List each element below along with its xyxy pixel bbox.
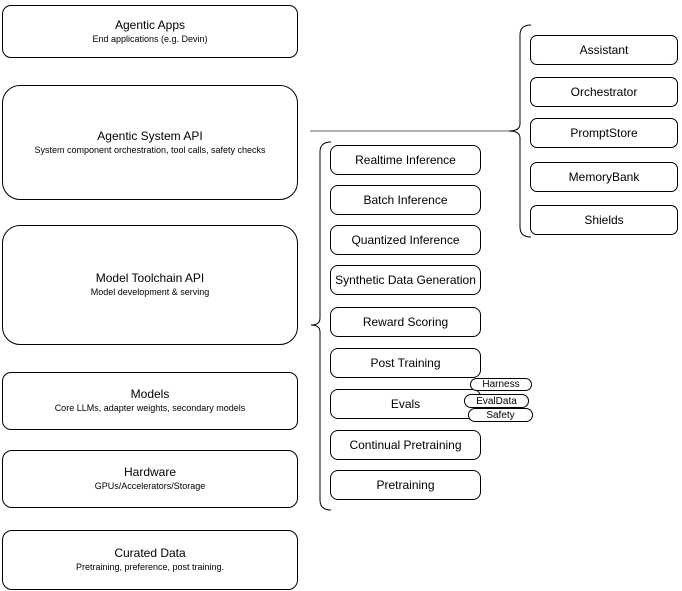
node-title: Shields	[584, 212, 624, 227]
node-shields: Shields	[530, 205, 678, 235]
node-evals: Evals	[330, 389, 481, 419]
node-title: MemoryBank	[568, 169, 640, 184]
node-title: Continual Pretraining	[349, 437, 462, 452]
tag-harness: Harness	[470, 378, 532, 391]
node-agentic-system-api: Agentic System API System component orch…	[2, 85, 298, 200]
node-title: Agentic System API	[97, 128, 203, 143]
node-orchestrator: Orchestrator	[530, 77, 678, 107]
node-title: Synthetic Data Generation	[335, 272, 476, 287]
node-title: Batch Inference	[363, 192, 448, 207]
node-title: Orchestrator	[570, 84, 638, 99]
tag-evaldata: EvalData	[464, 394, 529, 408]
node-title: Agentic Apps	[114, 17, 186, 32]
node-agentic-apps: Agentic Apps End applications (e.g. Devi…	[2, 5, 298, 58]
node-assistant: Assistant	[530, 35, 678, 65]
node-title: Model Toolchain API	[95, 271, 205, 285]
node-title: PromptStore	[570, 125, 638, 140]
node-subtitle: System component orchestration, tool cal…	[34, 144, 266, 155]
node-subtitle: Model development & serving	[90, 287, 210, 297]
node-reward-scoring: Reward Scoring	[330, 307, 481, 337]
node-realtime-inference: Realtime Inference	[330, 145, 481, 175]
node-subtitle: Pretraining, preference, post training.	[75, 562, 225, 572]
node-title: Realtime Inference	[355, 152, 456, 167]
node-title: Pretraining	[376, 477, 435, 492]
node-pretraining: Pretraining	[330, 470, 481, 500]
node-post-training: Post Training	[330, 348, 481, 378]
node-title: Hardware	[123, 465, 177, 479]
node-title: Models	[130, 387, 170, 401]
tag-safety: Safety	[468, 408, 533, 422]
node-models: Models Core LLMs, adapter weights, secon…	[2, 372, 298, 430]
node-hardware: Hardware GPUs/Accelerators/Storage	[2, 450, 298, 508]
node-subtitle: GPUs/Accelerators/Storage	[94, 481, 206, 491]
node-title: Curated Data	[114, 546, 186, 560]
node-memorybank: MemoryBank	[530, 162, 678, 192]
node-model-toolchain-api: Model Toolchain API Model development & …	[2, 225, 298, 345]
toolchain-brace	[310, 141, 332, 511]
node-title: Assistant	[579, 42, 629, 57]
node-title: Evals	[390, 396, 421, 411]
node-subtitle: End applications (e.g. Devin)	[92, 33, 208, 44]
components-brace	[508, 24, 532, 238]
node-title: Post Training	[370, 355, 441, 370]
node-curated-data: Curated Data Pretraining, preference, po…	[2, 530, 298, 590]
node-title: Reward Scoring	[362, 314, 449, 329]
node-synthetic-data-generation: Synthetic Data Generation	[330, 265, 481, 295]
node-subtitle: Core LLMs, adapter weights, secondary mo…	[54, 403, 246, 413]
node-continual-pretraining: Continual Pretraining	[330, 430, 481, 460]
node-promptstore: PromptStore	[530, 118, 678, 148]
node-quantized-inference: Quantized Inference	[330, 225, 481, 255]
node-title: Quantized Inference	[351, 232, 460, 247]
node-batch-inference: Batch Inference	[330, 185, 481, 215]
